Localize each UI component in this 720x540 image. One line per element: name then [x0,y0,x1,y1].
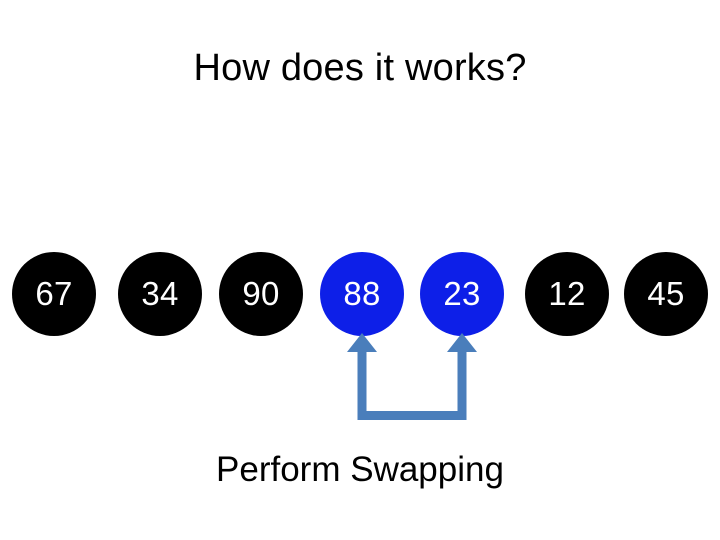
array-node-value: 88 [343,274,381,312]
array-visualization: 67 34 90 88 23 12 45 [0,252,720,336]
caption-text: Perform Swapping [216,450,504,489]
swap-arrow-icon [347,333,477,420]
array-node-value: 34 [141,274,179,312]
array-node-value: 67 [35,274,73,312]
page-title: How does it works? [193,47,527,89]
array-node-value: 12 [548,274,586,312]
swap-arrow-head-right [447,333,477,352]
swap-arrow-head-left [347,333,377,352]
array-node-value: 90 [242,274,280,312]
array-node-2[interactable]: 90 [219,252,303,336]
swap-arrow-connector [330,330,500,430]
array-node-1[interactable]: 34 [118,252,202,336]
array-node-0[interactable]: 67 [12,252,96,336]
array-node-5[interactable]: 12 [525,252,609,336]
array-node-3[interactable]: 88 [320,252,404,336]
array-node-value: 45 [647,274,685,312]
array-node-6[interactable]: 45 [624,252,708,336]
array-node-4[interactable]: 23 [420,252,504,336]
array-node-value: 23 [443,274,481,312]
